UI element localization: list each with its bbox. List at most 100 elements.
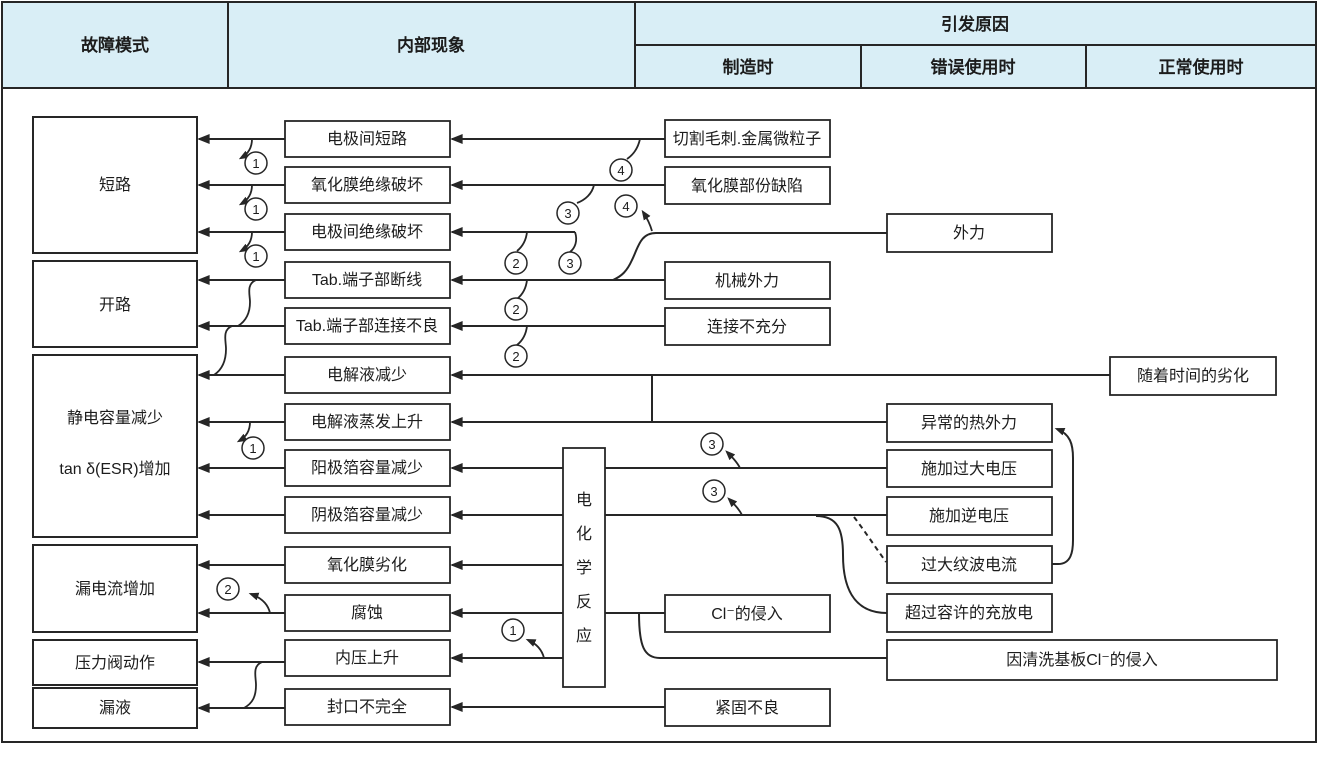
box-leakage-current-increase: [32, 544, 198, 633]
box-electrolyte-evaporation-rise: [284, 403, 451, 441]
label-poor-fastening: 紧固不良: [715, 699, 779, 717]
label-pressure-valve-operation: 压力阀动作: [75, 654, 155, 672]
s-curve-pressure-to-leak: [243, 661, 263, 709]
ref-circle: [558, 251, 582, 275]
box-oxide-film-partial-defect: [664, 166, 831, 205]
box-electrolyte-decrease: [284, 356, 451, 394]
ref-circle: [700, 432, 724, 456]
ref-number: 3: [710, 484, 717, 499]
ref-circle: [244, 244, 268, 268]
box-tab-terminal-break: [284, 261, 451, 299]
label-reaction-char-3: 学: [576, 559, 592, 577]
label-corrosion: 腐蚀: [351, 604, 383, 622]
ref-hook-1c: [238, 231, 253, 253]
normal-use-cause-column: 随着时间的劣化: [1109, 356, 1277, 396]
box-oxide-film-degradation: [284, 546, 451, 584]
ref-number: 1: [249, 441, 256, 456]
curve-ripple-dashed: [853, 516, 887, 563]
box-reverse-voltage: [886, 496, 1053, 536]
ref-hook-3-branch-b: [727, 497, 743, 516]
ref-hook-1a: [238, 138, 253, 160]
box-cathode-foil-capacity-decrease: [284, 496, 451, 534]
curve-board-cleaning-merge: [638, 612, 887, 659]
box-open-circuit: [32, 260, 198, 348]
label-oxide-film-insulation-breakdown: 氧化膜绝缘破坏: [311, 176, 423, 194]
box-anode-foil-capacity-decrease: [284, 449, 451, 487]
label-reaction-char-2: 化: [576, 525, 592, 543]
label-cl-intrusion-from-board-cleaning: 因清洗基板Cl⁻的侵入: [1006, 651, 1158, 669]
ref-circle: [244, 151, 268, 175]
box-mechanical-external-force: [664, 261, 831, 300]
ref-circle: [241, 436, 265, 460]
label-abnormal-thermal-force: 异常的热外力: [921, 414, 1017, 432]
ref-circle: [504, 251, 528, 275]
box-corrosion: [284, 594, 451, 632]
ref-hook-1d: [236, 421, 251, 443]
ref-hook-1b: [238, 184, 253, 206]
box-short-circuit: [32, 116, 198, 254]
box-degradation-over-time: [1109, 356, 1277, 396]
box-pressure-valve-operation: [32, 639, 198, 686]
ref-number: 2: [512, 256, 519, 271]
label-incomplete-sealing: 封口不完全: [327, 698, 407, 716]
internal-phenomenon-column: 电极间短路 氧化膜绝缘破坏 电极间绝缘破坏 Tab.端子部断线 Tab.端子部连…: [284, 120, 451, 726]
label-over-permitted-charge-discharge: 超过容许的充放电: [905, 604, 1033, 622]
label-reaction-char-4: 反: [576, 593, 592, 611]
label-cutting-burr-metal-particles: 切割毛刺.金属微粒子: [673, 130, 821, 148]
ref-hook-3-branch-a: [725, 450, 741, 469]
label-anode-foil-capacity-decrease: 阳极箔容量减少: [311, 459, 423, 477]
box-insufficient-connection: [664, 307, 831, 346]
ref-tail-2c: [516, 325, 528, 346]
electrochemical-reaction-rect: [562, 447, 606, 688]
box-capacitance-decrease: [32, 354, 198, 538]
box-excessive-voltage: [886, 449, 1053, 488]
misuse-cause-column: 外力 异常的热外力 施加过大电压 施加逆电压 过大纹波电流 超过容许的充放电 因…: [886, 213, 1278, 681]
body-border: [1, 87, 1317, 743]
label-internal-pressure-rise: 内压上升: [335, 649, 399, 667]
header-label-normal-use: 正常使用时: [1159, 57, 1244, 77]
ref-circle: [614, 194, 638, 218]
ref-number: 2: [512, 349, 519, 364]
label-reaction-char-5: 应: [576, 626, 592, 645]
label-esr-increase: tan δ(ESR)增加: [59, 460, 170, 478]
box-electrochemical-reaction: 电 化 学 反 应: [562, 447, 606, 688]
header-label-misuse: 错误使用时: [931, 57, 1016, 77]
ref-number: 1: [252, 249, 259, 264]
box-tab-terminal-poor-connection: [284, 307, 451, 345]
box-cutting-burr-metal-particles: [664, 119, 831, 158]
label-leakage-current-increase: 漏电流增加: [75, 580, 155, 598]
ref-number: 1: [252, 156, 259, 171]
ref-tail-4a: [626, 138, 641, 160]
label-tab-terminal-break: Tab.端子部断线: [312, 271, 422, 289]
box-cl-intrusion-from-board-cleaning: [886, 639, 1278, 681]
ref-circle: [216, 577, 240, 601]
label-mechanical-external-force: 机械外力: [715, 272, 779, 290]
label-capacitance-decrease: 静电容量减少: [67, 409, 163, 427]
ref-number: 3: [564, 206, 571, 221]
box-inter-electrode-insulation-breakdown: [284, 213, 451, 251]
label-short-circuit: 短路: [99, 176, 131, 194]
s-curve-open-circuit: [237, 279, 257, 327]
s-curve-electrolyte-to-open: [213, 325, 233, 376]
box-internal-pressure-rise: [284, 639, 451, 677]
header-label-cause: 引发原因: [941, 14, 1009, 34]
box-inter-electrode-short: [284, 120, 451, 158]
ref-circle: [609, 158, 633, 182]
label-insufficient-connection: 连接不充分: [707, 318, 787, 336]
label-open-circuit: 开路: [99, 296, 131, 314]
ref-number: 3: [708, 437, 715, 452]
ref-number: 3: [566, 256, 573, 271]
label-liquid-leak: 漏液: [99, 699, 131, 717]
box-abnormal-thermal-force: [886, 403, 1053, 443]
label-tab-terminal-poor-connection: Tab.端子部连接不良: [296, 317, 438, 335]
box-liquid-leak: [32, 687, 198, 729]
label-oxide-film-partial-defect: 氧化膜部份缺陷: [691, 177, 803, 195]
connector-external-force: [612, 232, 887, 281]
header-cell-internal: [227, 1, 636, 89]
box-external-force: [886, 213, 1053, 253]
ref-circle: [501, 618, 525, 642]
table-header: 故障模式 内部现象 引发原因 制造时 错误使用时 正常使用时: [1, 1, 1317, 89]
header-label-internal: 内部现象: [397, 35, 465, 55]
